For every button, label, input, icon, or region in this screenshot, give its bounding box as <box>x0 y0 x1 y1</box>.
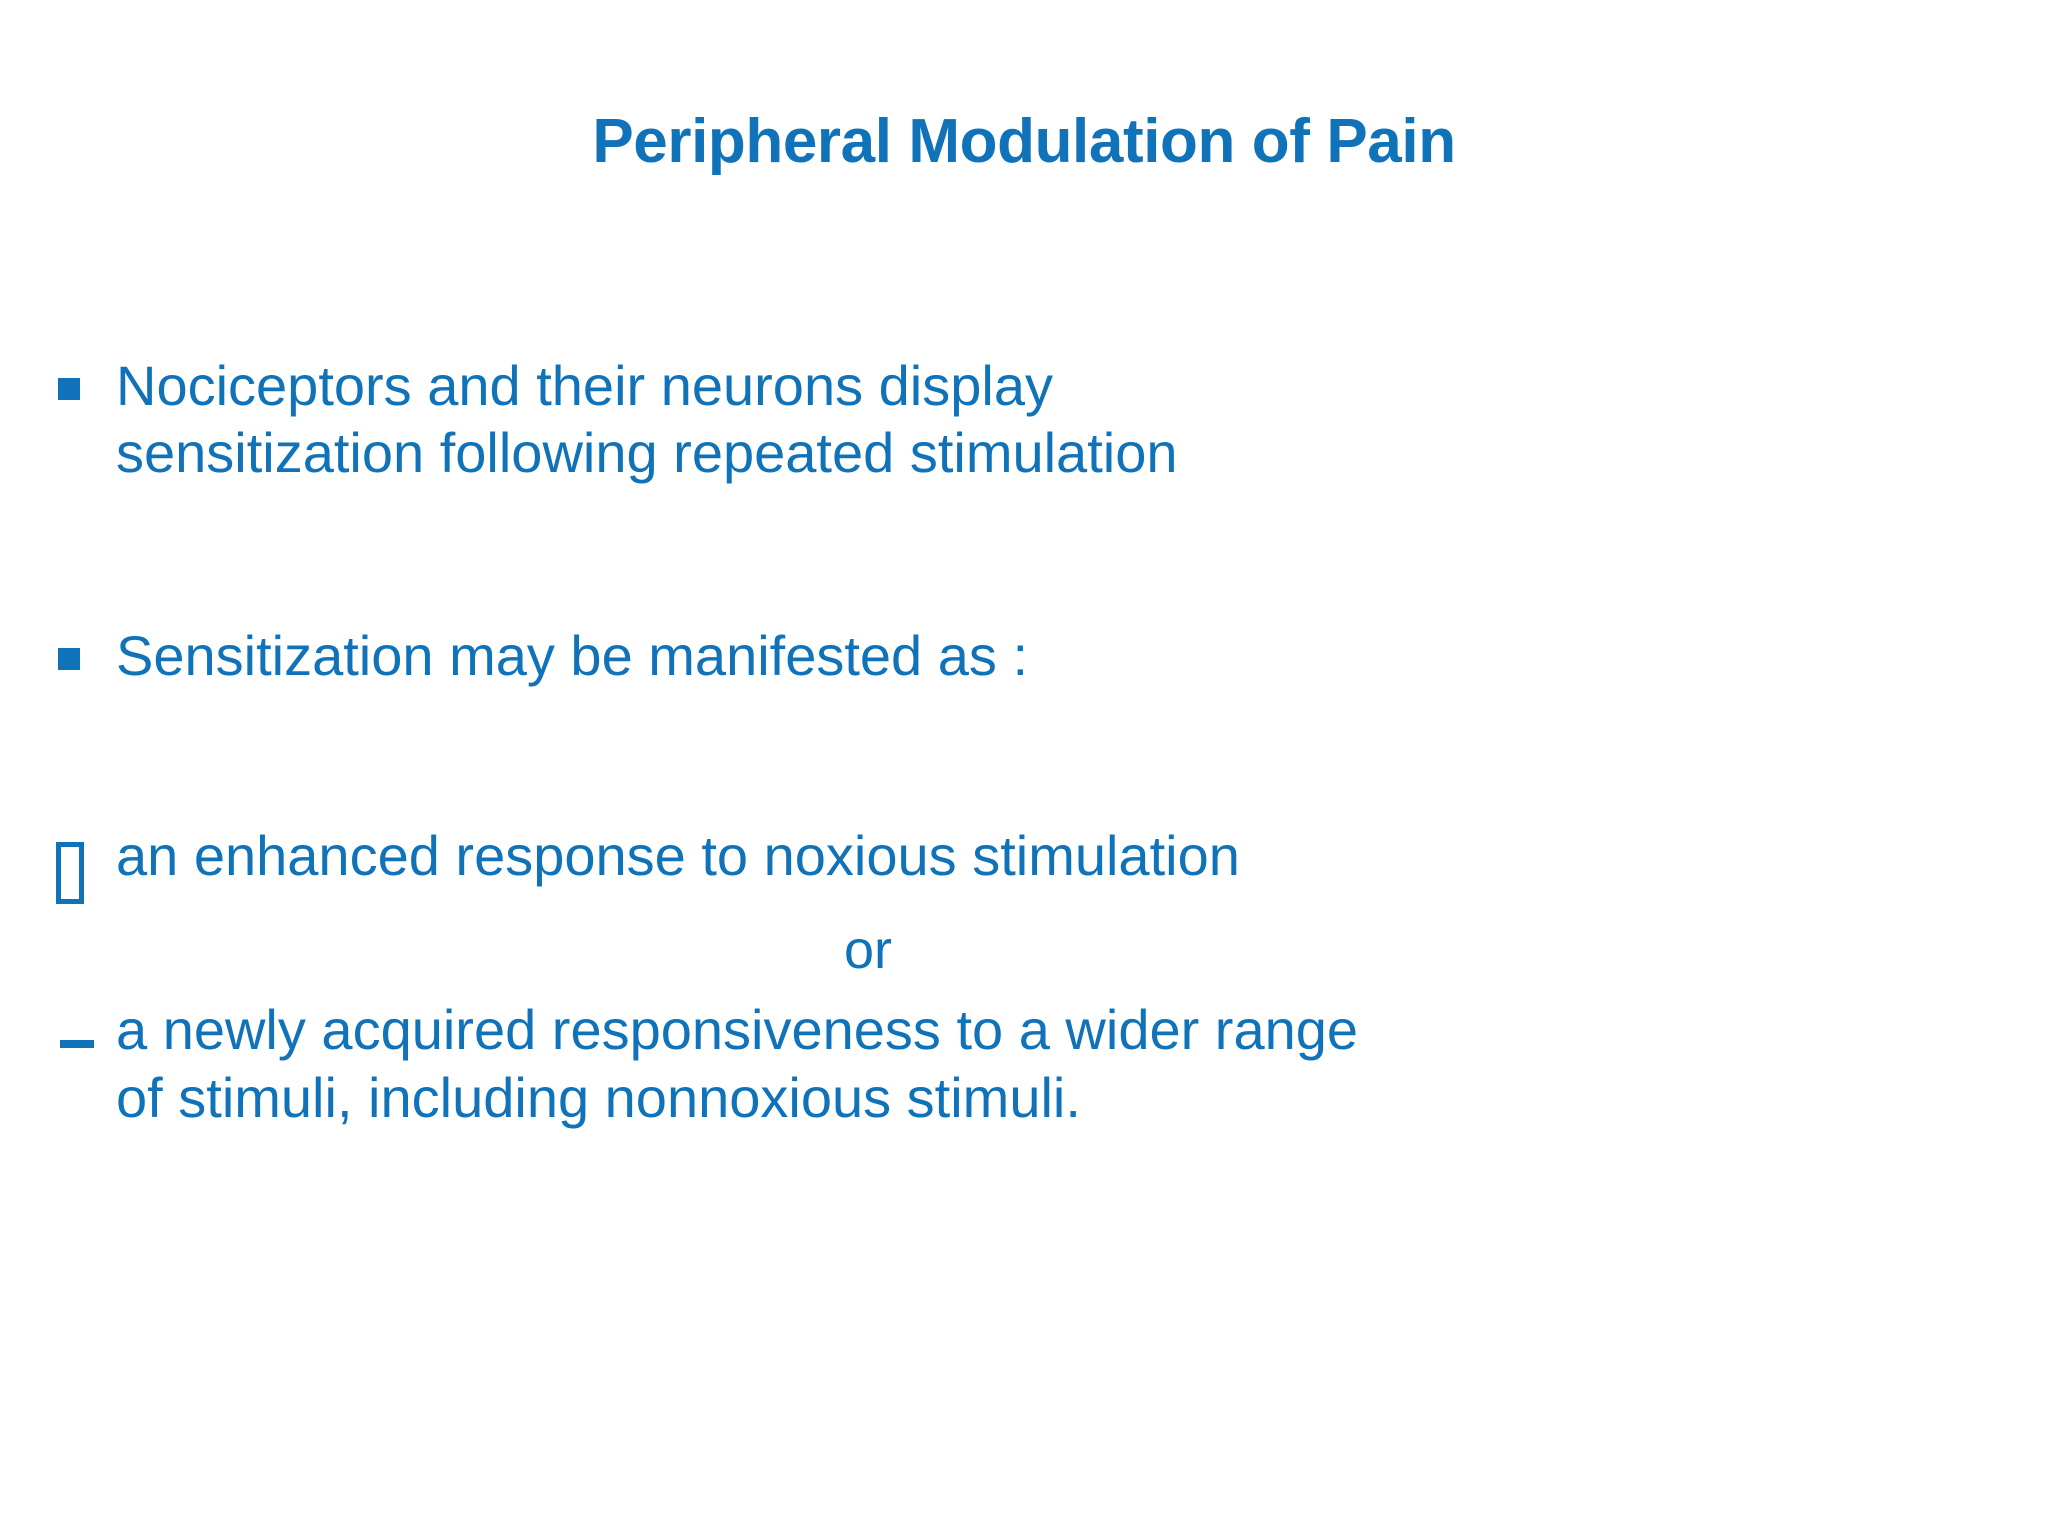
list-item-line: a newly acquired responsiveness to a wid… <box>116 998 1359 1062</box>
missing-glyph-box-icon <box>48 822 116 904</box>
list-item-text: Nociceptors and their neurons display se… <box>116 352 2008 486</box>
square-bullet-icon <box>48 622 116 688</box>
list-item: a newly acquired responsiveness to a wid… <box>48 996 2008 1130</box>
list-item: Nociceptors and their neurons display se… <box>48 352 2008 486</box>
list-item-line: Nociceptors and their neurons display <box>116 354 1053 417</box>
spacer <box>48 690 2008 822</box>
list-item: an enhanced response to noxious stimulat… <box>48 822 2008 904</box>
spacer <box>48 982 2008 996</box>
list-item-text: an enhanced response to noxious stimulat… <box>116 822 2008 889</box>
list-item-line: an enhanced response to noxious stimulat… <box>116 823 1240 887</box>
spacer <box>48 904 2008 918</box>
connector-or-text: or <box>843 919 892 980</box>
spacer <box>48 486 2008 622</box>
list-item-text: a newly acquired responsiveness to a wid… <box>116 996 2008 1130</box>
list-item: Sensitization may be manifested as : <box>48 622 2008 689</box>
list-item-line: Sensitization may be manifested as : <box>116 624 1029 688</box>
list-item-text: Sensitization may be manifested as : <box>116 622 2008 689</box>
list-item-line: sensitization following repeated stimula… <box>116 421 1178 485</box>
bullet-list: Nociceptors and their neurons display se… <box>48 352 2008 1131</box>
page-title: Peripheral Modulation of Pain <box>592 107 1456 176</box>
list-item-line: of stimuli, including nonnoxious stimuli… <box>116 1065 1081 1129</box>
dash-bullet-icon <box>48 996 116 1062</box>
square-bullet-icon <box>48 352 116 418</box>
